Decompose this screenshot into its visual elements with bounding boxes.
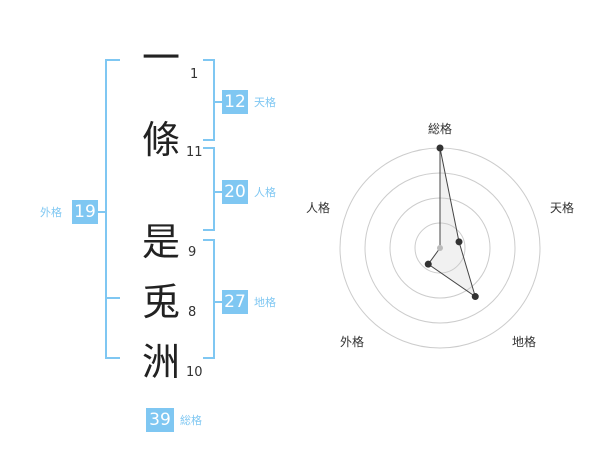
radar-axis-label-chikaku: 地格	[512, 335, 537, 349]
stroke-count-3: 9	[188, 245, 197, 260]
gaikaku-value-box: 19	[72, 200, 98, 224]
tenkaku-value-box: 12	[222, 90, 248, 114]
name-char-1: 一	[141, 36, 180, 80]
chikaku-value-box: 27	[222, 290, 248, 314]
name-char-5: 洲	[141, 340, 180, 384]
gaikaku-label: 外格	[40, 206, 62, 219]
soukaku-label: 総格	[180, 414, 202, 427]
name-char-4: 兎	[141, 280, 180, 324]
radar-axis-label-tenkaku: 天格	[550, 201, 575, 215]
radar-point	[455, 238, 463, 246]
radar-axis-label-gaikaku: 外格	[340, 335, 365, 349]
stroke-count-1: 1	[190, 67, 199, 82]
jinkaku-label: 人格	[254, 186, 276, 199]
radar-point	[471, 293, 479, 301]
radar-point	[437, 245, 443, 251]
radar-point	[436, 144, 444, 152]
radar-axis-label-soukaku: 総格	[428, 122, 453, 136]
jinkaku-value-box: 20	[222, 180, 248, 204]
radar-point	[424, 260, 432, 268]
radar-axis-label-jinkaku: 人格	[306, 201, 331, 215]
stroke-count-5: 10	[186, 365, 203, 380]
chikaku-label: 地格	[254, 296, 276, 309]
stroke-count-4: 8	[188, 305, 197, 320]
tenkaku-label: 天格	[254, 96, 276, 109]
radar-polygon	[427, 147, 477, 298]
name-char-3: 是	[141, 220, 180, 264]
name-char-2: 條	[141, 118, 180, 162]
stroke-count-2: 11	[186, 145, 203, 160]
soukaku-value-box: 39	[146, 408, 174, 432]
